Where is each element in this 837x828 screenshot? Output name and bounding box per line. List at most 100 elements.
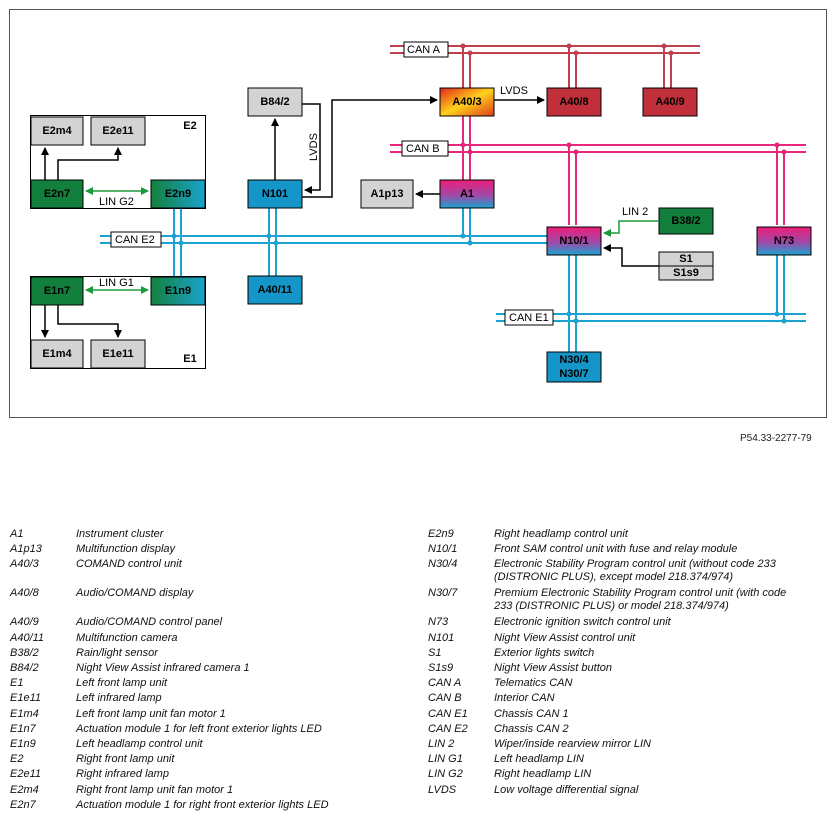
n73-box [756,226,812,256]
e2n7-label: E2n7 [44,188,70,200]
legend-code: N30/4 [428,558,458,571]
legend-code: N10/1 [428,543,458,556]
legend-code: E2e11 [10,768,41,781]
e2n9-label: E2n9 [165,188,191,200]
legend-description: Multifunction display [76,543,176,556]
legend-code: LIN G2 [428,768,463,781]
can-b-label: CAN B [406,143,440,155]
b38-2-box [658,207,714,235]
legend-code: CAN E1 [428,707,468,720]
legend-description: Left headlamp LIN [494,753,584,766]
lin-2-label: LIN 2 [622,206,648,218]
lin-g2-label: LIN G2 [99,196,134,208]
legend-description: Instrument cluster [76,528,164,540]
n101-label: N101 [262,188,288,200]
legend-description: Left infrared lamp [76,692,162,705]
legend-code: E1e11 [10,692,41,705]
can-a-label-box [403,41,449,58]
e1n7-outputs [41,305,122,338]
b38-2-label: B38/2 [671,215,700,227]
legend-description: Actuation module 1 for left front exteri… [76,722,322,735]
n10-1-label: N10/1 [559,235,588,247]
a40-9-label: A40/9 [655,96,684,108]
legend-code: E1n9 [10,738,36,750]
legend-description: Wiper/inside rearview mirror LIN [494,738,651,750]
legend-description: Front SAM control unit with fuse and rel… [494,543,738,556]
e1n9-box [150,276,206,306]
n10-1-box [546,226,602,256]
e1e11-box [90,339,146,369]
legend-description: Right headlamp control unit [494,528,628,540]
legend-code: CAN A [428,677,462,690]
legend-code: B38/2 [10,646,39,659]
legend-code: CAN B [428,692,462,705]
legend-description: Low voltage differential signal [494,783,639,796]
legend-code: LIN 2 [428,738,455,750]
legend-code: N73 [428,616,449,629]
e2n9-box [150,179,206,209]
legend-code: A1 [10,528,24,540]
legend-description: Chassis CAN 1 [494,707,569,720]
e2-group-label: E2 [183,120,196,132]
legend-description: Multifunction camera [76,631,178,644]
legend-description: Left front lamp unit fan motor 1 [76,707,226,720]
e2n7-outputs [41,147,122,180]
legend-description: Chassis CAN 2 [494,722,569,735]
legend-description: Rain/light sensor [76,646,158,659]
legend-description: Right headlamp LIN [494,768,592,781]
lvds-top-label: LVDS [500,85,528,97]
n73-label: N73 [774,235,794,247]
legend-code: A40/8 [10,587,39,600]
a40-9-box [642,87,698,117]
e1m4-label: E1m4 [42,348,72,360]
legend-code: E1 [10,677,24,690]
can-b-bus [390,112,806,225]
e2m4-box [30,116,84,146]
e1-group-label: E1 [183,353,196,365]
can-e2-label: CAN E2 [115,234,155,246]
b84-2-label: B84/2 [260,96,289,108]
a40-3-box [439,87,495,117]
figure-reference: P54.33-2277-79 [740,433,812,444]
s1-to-n10-1 [603,244,659,267]
lvds-links [271,96,545,198]
can-b-label-box [401,140,449,157]
legend-description: Exterior lights switch [494,646,595,659]
e1n9-label: E1n9 [165,285,191,297]
can-e1-label: CAN E1 [509,312,549,324]
e2e11-label: E2e11 [102,125,133,137]
legend-code: CAN E2 [428,722,468,735]
e2m4-label: E2m4 [42,125,72,137]
a40-11-label: A40/11 [258,284,293,296]
legend-description: Interior CAN [494,692,555,705]
legend-description: Night View Assist infrared camera 1 [76,662,250,674]
legend-code: N30/7 [428,587,458,600]
network-diagram: CAN A CAN B CAN E2 [9,9,827,418]
n30-box [546,351,602,383]
b84-2-box [247,87,303,117]
legend-code: E1n7 [10,722,36,735]
legend-description: Left front lamp unit [76,677,168,690]
legend-description: Left headlamp control unit [76,738,203,750]
legend-code: S1 [428,646,442,659]
s1-label: S1 [679,253,692,265]
e2-group-frame [30,115,206,209]
e1n7-box [30,276,84,306]
e1n7-label: E1n7 [44,285,70,297]
can-e1-label-box [504,309,554,326]
a40-8-label: A40/8 [559,96,588,108]
e2n7-box [30,179,84,209]
legend-description: Night View Assist control unit [494,631,636,644]
e1m4-box [30,339,84,369]
legend-description: Right front lamp unit fan motor 1 [76,783,234,796]
legend-code: E2n7 [10,798,36,811]
legend-description: Right infrared lamp [76,768,169,781]
legend-code: LIN G1 [428,753,463,766]
a40-11-box [247,275,303,305]
a1p13-box [360,179,414,209]
a1-label: A1 [460,188,474,200]
legend-code: A1p13 [10,543,42,556]
can-a-label: CAN A [407,44,441,56]
legend-description: COMAND control unit [76,558,182,571]
can-e2-label-box [110,231,162,248]
